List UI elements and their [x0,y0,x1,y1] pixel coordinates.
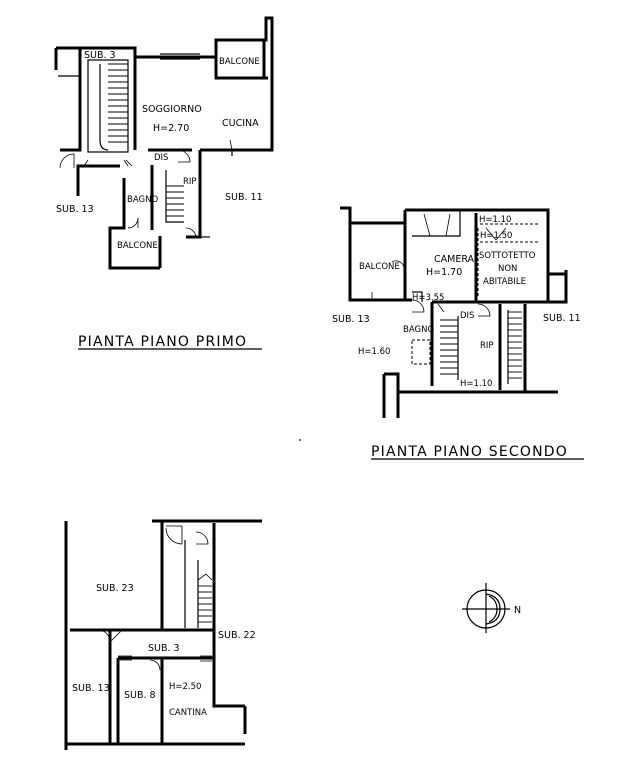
label-bagno: BAGNO [403,325,434,335]
label-cucina: CUCINA [222,118,259,129]
plan-second-floor: H=1.10 H=1.50 CAMERA H=1.70 SOTTOTETTO N… [332,206,584,460]
label-sottotetto: SOTTOTETTO [479,251,536,261]
label-sub-13: SUB. 13 [56,204,94,215]
label-h-355: H=3.55 [412,293,444,303]
label-rip: RIP [480,341,494,351]
label-balcone-top: BALCONE [219,57,260,67]
north-arrow-icon: N [462,583,521,633]
label-h-160: H=1.60 [358,347,390,357]
label-h-110-bottom: H=1.10 [460,379,492,389]
label-soggiorno-height: H=2.70 [153,123,189,134]
label-sub-23: SUB. 23 [96,583,134,594]
speck-mark [299,439,301,441]
plan-basement: SUB. 23 SUB. 3 SUB. 22 SUB. 13 SUB. 8 H=… [64,519,262,750]
label-sub-13: SUB. 13 [332,314,370,325]
label-bagno: BAGNO [127,195,158,205]
label-sub-3: SUB. 3 [148,643,180,654]
label-h-150: H=1.50 [480,231,512,241]
north-label: N [514,605,521,616]
label-dis: DIS [154,153,168,163]
label-h-110-top: H=1.10 [479,215,511,225]
plan-first-floor: SUB. 3 BALCONE SOGGIORNO H=2.70 CUCINA D… [54,16,274,350]
label-sub-11: SUB. 11 [225,192,263,203]
label-sub-22: SUB. 22 [218,630,256,641]
label-abitabile: ABITABILE [483,277,526,287]
label-sub-8: SUB. 8 [124,690,156,701]
label-cantina: CANTINA [169,708,207,718]
label-sub-11: SUB. 11 [543,313,581,324]
title-pianta-piano-secondo: PIANTA PIANO SECONDO [371,444,568,460]
label-balcone: BALCONE [359,262,400,272]
title-pianta-piano-primo: PIANTA PIANO PRIMO [78,334,247,350]
label-sub-3: SUB. 3 [84,50,116,61]
label-dis: DIS [460,311,474,321]
label-cantina-height: H=2.50 [169,682,201,692]
label-sub-13: SUB. 13 [72,683,110,694]
label-non: NON [498,264,517,274]
label-balcone-bottom: BALCONE [117,241,158,251]
label-rip: RIP [183,177,197,187]
label-camera-height: H=1.70 [426,267,462,278]
label-camera: CAMERA [434,254,475,265]
label-soggiorno: SOGGIORNO [142,104,202,115]
